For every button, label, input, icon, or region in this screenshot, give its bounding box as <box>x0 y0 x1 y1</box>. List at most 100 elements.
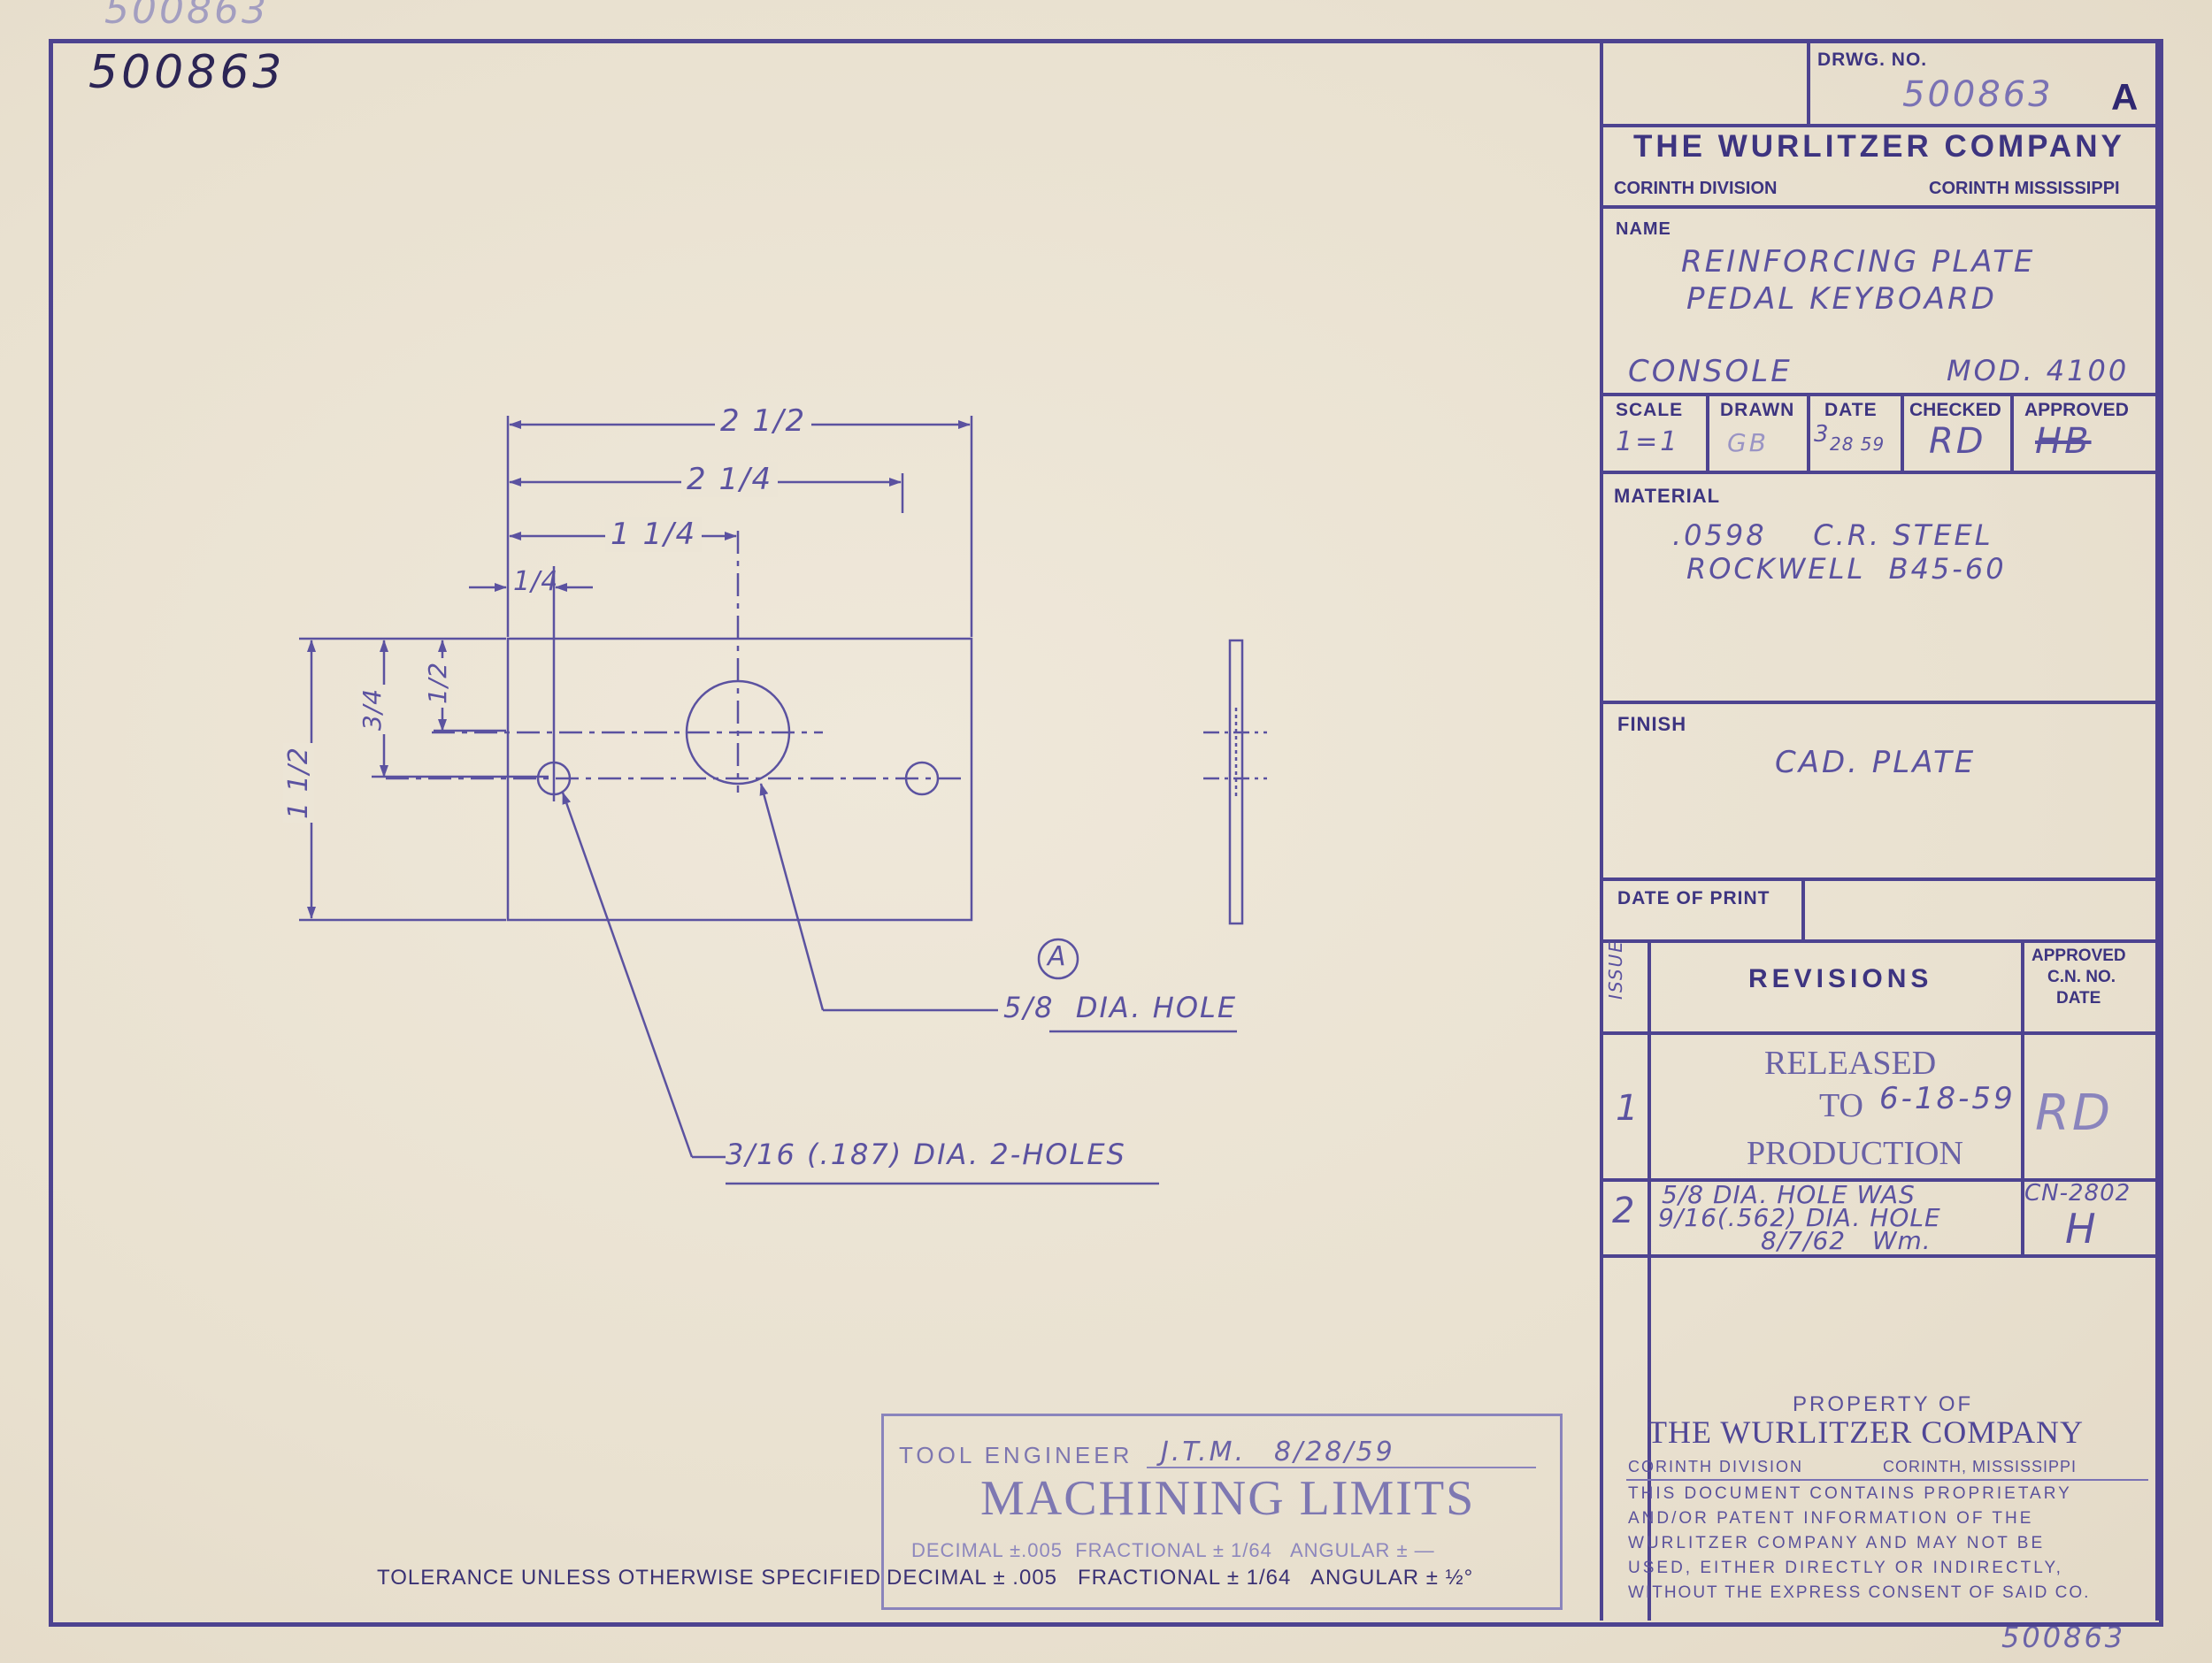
dim-v2-label: 3/4 <box>357 684 387 734</box>
outer-frame <box>49 39 2163 1627</box>
checked-label: CHECKED <box>1909 400 2001 420</box>
checked-value: RD <box>1929 421 1986 462</box>
drawn-label: DRAWN <box>1720 400 1795 420</box>
rev1-date: 6-18-59 <box>1879 1081 2016 1116</box>
rev1-stamp-line1: RELEASED <box>1764 1045 1937 1082</box>
notice-line-3: WURLITZER COMPANY AND MAY NOT BE <box>1628 1534 2046 1552</box>
tool-engineer-rule <box>1147 1467 1536 1468</box>
date-value-rest: 28 59 <box>1830 433 1886 455</box>
plate-outline <box>506 637 973 922</box>
scale-col-div3 <box>1901 393 1904 472</box>
date-of-print-divider <box>1801 877 1805 939</box>
rev2-line3: 8/7/62 Wm. <box>1761 1226 1932 1255</box>
notice-line-5: WITHOUT THE EXPRESS CONSENT OF SAID CO. <box>1628 1583 2091 1602</box>
callout-big-hole: 5/8 DIA. HOLE <box>1003 991 1238 1024</box>
property-line1: PROPERTY OF <box>1793 1392 1974 1416</box>
rev1-issue: 1 <box>1616 1088 1641 1129</box>
material-label: MATERIAL <box>1614 485 1721 507</box>
issue-label: ISSUE <box>1605 939 1626 1000</box>
part-drawing <box>299 416 1267 1185</box>
dim-v3-label: 1 1/2 <box>283 743 314 823</box>
finish-label: FINISH <box>1617 713 1687 735</box>
dim-2-label: 2 1/4 <box>681 462 779 497</box>
approved-col-divider <box>2021 939 2024 1258</box>
drwg-no-label: DRWG. NO. <box>1817 50 1928 70</box>
company-division: CORINTH DIVISION <box>1614 179 1778 198</box>
rule-finish-top <box>1600 701 2159 704</box>
rev2-line2: 9/16(.562) DIA. HOLE <box>1658 1203 1941 1232</box>
rev2-line1: 5/8 DIA. HOLE WAS <box>1662 1180 1916 1209</box>
date-value-month: 3 <box>1814 421 1832 448</box>
name-line1: REINFORCING PLATE <box>1681 244 2036 280</box>
rev1-stamp-line3: PRODUCTION <box>1747 1135 1963 1172</box>
notice-line-2: AND/OR PATENT INFORMATION OF THE <box>1628 1509 2034 1528</box>
material-line2: ROCKWELL B45-60 <box>1686 552 2007 586</box>
property-line2: THE WURLITZER COMPANY <box>1647 1414 2085 1450</box>
drawn-value: GB <box>1727 428 1769 457</box>
machining-limits-stamp <box>881 1414 1563 1610</box>
notice-line-1: THIS DOCUMENT CONTAINS PROPRIETARY <box>1628 1484 2072 1503</box>
rev1-approval: RD <box>2035 1084 2114 1142</box>
rule-rev2-bottom <box>1600 1254 2159 1258</box>
rev1-stamp-line2: TO <box>1819 1087 1863 1124</box>
scale-col-div1 <box>1706 393 1709 472</box>
leader-big-hole <box>759 783 825 1011</box>
title-block-separator <box>1600 42 1603 1621</box>
machining-limits-title: MACHINING LIMITS <box>980 1471 1476 1526</box>
rule-revisions-header-bottom <box>1600 1031 2159 1035</box>
company-name: THE WURLITZER COMPANY <box>1633 129 2125 164</box>
tool-engineer-label: TOOL ENGINEER <box>899 1442 1133 1468</box>
rule-material-top <box>1600 471 2159 474</box>
rev2-approval: H <box>2065 1205 2099 1253</box>
tolerance-label: TOLERANCE UNLESS OTHERWISE SPECIFIED <box>377 1566 881 1590</box>
model: MOD. 4100 <box>1947 354 2130 387</box>
dim-overall-label: 2 1/2 <box>715 403 812 439</box>
callout-small-holes: 3/16 (.187) DIA. 2-HOLES <box>726 1138 1126 1171</box>
rule-name-top <box>1600 205 2159 209</box>
rev-marker-circle <box>1037 938 1079 980</box>
rule-scale-top <box>1600 393 2159 396</box>
notice-line-4: USED, EITHER DIRECTLY OR INDIRECTLY, <box>1628 1559 2063 1577</box>
material-line1: .0598 C.R. STEEL <box>1672 518 1993 552</box>
drwg-rev: A <box>2111 76 2139 118</box>
drwg-no-value: 500863 <box>1902 74 2054 115</box>
dim-4-label: 1/4 <box>513 566 559 597</box>
date-label: DATE <box>1824 400 1878 420</box>
date-of-print-label: DATE OF PRINT <box>1617 888 1770 908</box>
approved-header-2: C.N. NO. <box>2047 968 2116 986</box>
dim-3-label: 1 1/4 <box>605 517 703 552</box>
approved-value: HB <box>2035 421 2092 462</box>
name-label: NAME <box>1616 219 1671 239</box>
title-block-right-edge <box>2155 42 2159 1621</box>
dim-v1-label: 1/2 <box>423 657 452 708</box>
name-line2: PEDAL KEYBOARD <box>1686 281 1997 317</box>
name-line3: CONSOLE <box>1628 354 1793 389</box>
finish-value: CAD. PLATE <box>1775 745 1977 780</box>
property-division: CORINTH DIVISION <box>1628 1458 1804 1475</box>
scale-label: SCALE <box>1616 400 1684 420</box>
tool-engineer-date: 8/28/59 <box>1274 1437 1395 1468</box>
property-location: CORINTH, MISSISSIPPI <box>1883 1458 2078 1475</box>
rule-date-print-top <box>1600 877 2159 881</box>
scale-value: 1=1 <box>1616 426 1680 457</box>
tolerance-values: DECIMAL ± .005 FRACTIONAL ± 1/64 ANGULAR… <box>887 1566 1474 1590</box>
approved-header-1: APPROVED <box>2032 946 2126 965</box>
rev-marker-label: A <box>1048 941 1066 972</box>
side-view <box>1228 639 1244 925</box>
rev2-cn: CN-2802 <box>2024 1180 2131 1207</box>
approved-header-3: DATE <box>2056 989 2101 1008</box>
scale-col-div2 <box>1807 393 1810 472</box>
corner-number-written: 500863 <box>88 46 286 99</box>
revisions-title: REVISIONS <box>1748 964 1933 993</box>
corner-number-faint: 500863 <box>104 0 269 33</box>
machining-limits-line: DECIMAL ±.005 FRACTIONAL ± 1/64 ANGULAR … <box>911 1539 1435 1561</box>
approved-label: APPROVED <box>2024 400 2129 420</box>
rev2-issue: 2 <box>1612 1191 1638 1231</box>
rule-company-top <box>1600 124 2159 127</box>
company-location: CORINTH MISSISSIPPI <box>1929 179 2120 198</box>
drwg-box-divider <box>1807 42 1810 126</box>
rule-property-notice <box>1626 1479 2148 1481</box>
leader-small-holes <box>561 792 694 1158</box>
rule-rev1-bottom <box>1600 1178 2159 1182</box>
